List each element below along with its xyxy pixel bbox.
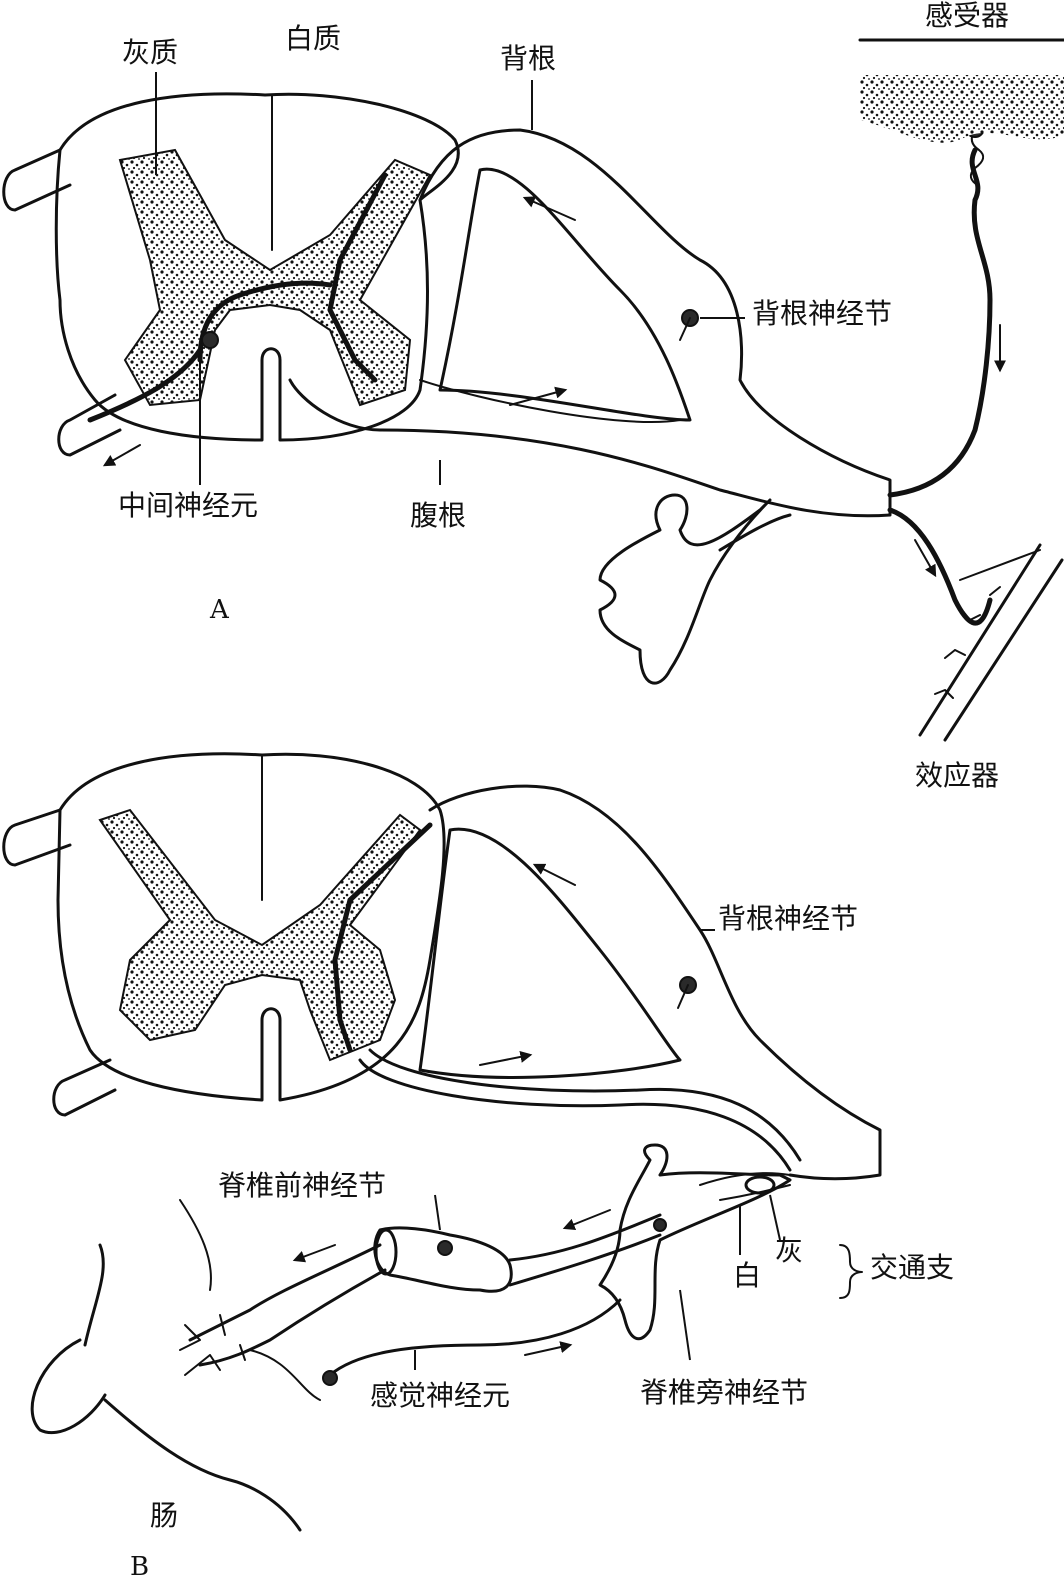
effector-muscle-line1-a (918, 543, 1042, 737)
leader-paravertebral (679, 1289, 691, 1361)
arrow-ventral-b (479, 1050, 533, 1066)
label-ventral-root: 腹根 (410, 499, 466, 532)
mesentery-line (179, 1199, 212, 1291)
label-drg-b: 背根神经节 (718, 902, 858, 935)
label-sensory-neuron: 感觉神经元 (370, 1379, 510, 1412)
afferent-fiber-b (332, 822, 433, 1053)
label-prevertebral-ganglion: 脊椎前神经节 (218, 1169, 386, 1202)
ramus-a (718, 513, 792, 552)
paravertebral-neuron (653, 1218, 667, 1232)
nerve-loop-inner-a (438, 167, 692, 422)
sensory-neuron-body (322, 1370, 338, 1386)
intestine-wall-upper (83, 1243, 105, 1347)
label-white-matter: 白质 (285, 22, 341, 55)
left-nerve-stub-top-a (2, 148, 72, 212)
label-effector: 效应器 (915, 759, 999, 792)
white-ramus (699, 1172, 791, 1186)
panel-b: 背根神经节 脊椎前神经节 灰 白 交通支 感觉神经元 脊椎旁神经节 肠 B (2, 752, 954, 1580)
label-receptor: 感受器 (925, 0, 1009, 32)
communicating-brace (839, 1244, 863, 1299)
left-nerve-stub-top-b (2, 808, 72, 867)
sensory-axon-a (887, 147, 993, 498)
gray-matter-a (118, 148, 432, 407)
nerve-loop-inner-b (418, 827, 682, 1079)
drg-process-b (677, 984, 689, 1009)
preganglionic-fiber-lower (508, 1233, 662, 1287)
motor-branch-a (959, 549, 1041, 581)
label-interneuron: 中间神经元 (118, 489, 258, 522)
arrow-dorsal-a (522, 196, 576, 221)
arrow-postganglionic-b (292, 1244, 336, 1263)
label-dorsal-root: 背根 (500, 42, 556, 75)
ventral-root-b (358, 1058, 792, 1172)
prevertebral-ganglion (373, 1226, 513, 1293)
paravertebral-ganglion (598, 1143, 792, 1341)
effector-muscle-line2-a (943, 558, 1064, 742)
drg-process-a (679, 317, 691, 341)
postganglionic-fiber-lower (198, 1268, 387, 1367)
label-gray-ramus: 灰 (775, 1234, 803, 1267)
spinal-cord-outline-a (54, 92, 460, 442)
motor-endplates-a (934, 586, 1001, 699)
panel-a: 灰质 白质 背根 感受器 背根神经节 中间神经元 腹根 效应器 A (2, 0, 1064, 792)
ventral-root-b2 (368, 1048, 802, 1162)
label-intestine: 肠 (150, 1499, 178, 1532)
preganglionic-fiber-upper (508, 1213, 662, 1262)
nerve-endings-intestine (179, 1314, 246, 1376)
gray-matter-b (98, 808, 422, 1062)
leader-gray-ramus (769, 1194, 781, 1241)
prevertebral-neuron (437, 1240, 453, 1256)
prevertebral-ganglion-end (374, 1228, 398, 1276)
arrow-preganglionic-b (562, 1209, 611, 1231)
arrow-efferent-a (102, 444, 141, 467)
leader-prevertebral (434, 1194, 441, 1231)
afferent-fiber-a (327, 172, 388, 383)
label-white-ramus: 白 (733, 1259, 761, 1292)
postganglionic-fiber-upper (188, 1243, 382, 1342)
arrow-ventral-a (509, 386, 568, 406)
spinal-cord-outline-b (56, 752, 446, 1102)
left-nerve-stub-bottom-a (57, 393, 122, 457)
intestine-wall-lower (103, 1398, 302, 1532)
arrow-dorsal-b (532, 863, 576, 886)
skin-layer-a (860, 75, 1064, 143)
arrow-motor-a (914, 539, 937, 578)
rami-knot (744, 1175, 776, 1195)
label-drg-a: 背根神经节 (752, 297, 892, 330)
receptor-coil-a (969, 129, 985, 187)
intestine-wall-outer (30, 1338, 107, 1435)
left-nerve-stub-bottom-b (52, 1058, 117, 1117)
nerve-loop-outer-b (428, 784, 882, 1181)
ventral-root-line-a (419, 379, 681, 423)
interneuron-body-a (201, 331, 219, 349)
ganglion-bud-a (598, 493, 772, 685)
arrow-sensory-b (524, 1341, 573, 1356)
label-communicating-branch: 交通支 (870, 1251, 954, 1284)
motor-axon-a (887, 507, 993, 626)
efferent-fiber-a (87, 347, 203, 423)
nerve-loop-outer-a (288, 128, 892, 518)
mesentery-line-2 (249, 1349, 321, 1401)
sensory-neuron-fiber (328, 1298, 622, 1377)
panel-label-a: A (209, 595, 230, 625)
label-gray-matter: 灰质 (122, 36, 178, 69)
label-paravertebral-ganglion: 脊椎旁神经节 (640, 1376, 808, 1409)
panel-label-b: B (130, 1552, 149, 1575)
